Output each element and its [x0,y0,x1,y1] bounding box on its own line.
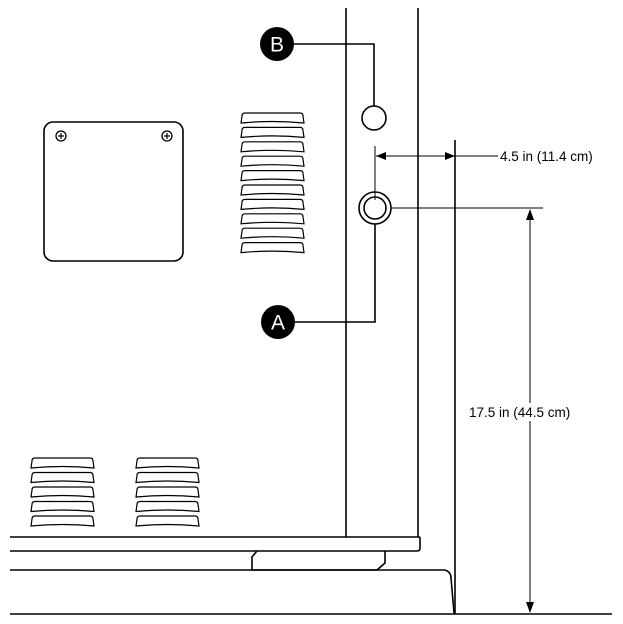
callout-b-label: B [270,34,284,57]
vent-lower-right [135,457,200,527]
vent-slat [240,126,305,139]
cabinet-wall [345,8,419,537]
vent-slat [240,198,305,211]
vent-slat [30,515,95,527]
vent-slat [240,242,305,254]
vent-slat [240,141,305,153]
vent-slat [135,500,200,513]
vent-slat [30,500,95,513]
screw-icon [161,130,173,142]
vent-slat [30,486,95,498]
vent-lower-left [30,457,95,527]
vent-slat [135,515,200,527]
callout-a: A [261,305,295,339]
dimension-vertical-label: 17.5 in (44.5 cm) [469,405,570,420]
dimension-vertical: 17.5 in (44.5 cm) [391,207,600,613]
access-panel [43,121,184,262]
vent-slat [135,457,200,469]
dimension-horizontal: 4.5 in (11.4 cm) [374,146,593,200]
vent-upper [240,112,305,254]
callout-b: B [260,27,294,61]
vent-slat [240,184,305,196]
vent-slat [30,457,95,469]
cabinet-base [10,536,612,615]
dimension-horizontal-label: 4.5 in (11.4 cm) [500,149,593,164]
callout-a-label: A [271,312,285,335]
vent-slat [30,471,95,484]
vent-slat [240,112,305,124]
vent-slat [240,155,305,167]
vent-slat [240,213,305,225]
vent-slat [240,227,305,239]
vent-slat [135,471,200,484]
hole-icon [361,105,387,131]
leader-lines [280,43,376,323]
screw-icon [55,130,67,142]
vent-slat [240,170,305,182]
vent-slat [135,486,200,498]
